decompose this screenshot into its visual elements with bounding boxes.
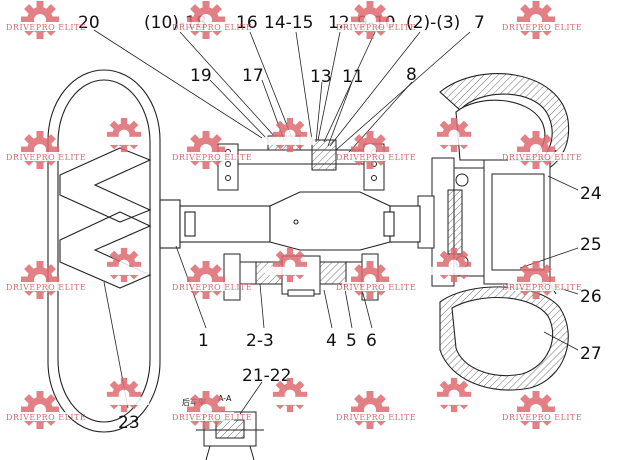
callout-17: 17	[242, 66, 264, 86]
watermark-gear-icon: DRIVEPRO ELITE	[172, 1, 252, 39]
watermark-text: DRIVEPRO ELITE	[502, 153, 582, 162]
watermark-text: DRIVEPRO ELITE	[172, 23, 252, 32]
callout-8: 8	[406, 65, 417, 85]
watermark-text: DRIVEPRO ELITE	[6, 283, 86, 292]
callout-21-22: 21-22	[242, 366, 291, 386]
watermark-gear-icon: DRIVEPRO ELITE	[6, 391, 86, 429]
section-label: A-A	[218, 394, 232, 403]
right-tire-section	[439, 73, 570, 391]
callout-labels: 20 (10)-18 16 14-15 12 9-10 (2)-(3) 7 19…	[78, 13, 602, 433]
callout-2-3-paren: (2)-(3)	[406, 13, 460, 33]
callout-20: 20	[78, 13, 100, 33]
watermark-text: DRIVEPRO ELITE	[336, 283, 416, 292]
watermark-gear-icon: DRIVEPRO ELITE	[6, 131, 86, 169]
watermark-text: DRIVEPRO ELITE	[336, 23, 416, 32]
callout-7: 7	[474, 13, 485, 33]
watermark-gear-icon: DRIVEPRO ELITE	[6, 261, 86, 299]
callout-6: 6	[366, 331, 377, 351]
watermark-gear-icon: DRIVEPRO ELITE	[502, 1, 582, 39]
callout-13: 13	[310, 67, 332, 87]
callout-24: 24	[580, 184, 602, 204]
watermark-text: DRIVEPRO ELITE	[172, 283, 252, 292]
watermark-layer: DRIVEPRO ELITE DRIVEPRO ELITE DRIVEPRO ELI…	[6, 1, 582, 429]
watermark-gear-icon: DRIVEPRO ELITE	[6, 1, 86, 39]
watermark-text: DRIVEPRO ELITE	[336, 153, 416, 162]
watermark-text: DRIVEPRO ELITE	[6, 23, 86, 32]
watermark-gear-icon: DRIVEPRO ELITE	[502, 131, 582, 169]
watermark-text: DRIVEPRO ELITE	[502, 23, 582, 32]
watermark-gear-icon: DRIVEPRO ELITE	[172, 131, 252, 169]
callout-19: 19	[190, 66, 212, 86]
watermark-gear-icon: DRIVEPRO ELITE	[502, 391, 582, 429]
callout-4: 4	[326, 331, 337, 351]
watermark-text: DRIVEPRO ELITE	[6, 153, 86, 162]
callout-1: 1	[198, 331, 209, 351]
watermark-gear-icon	[98, 117, 150, 153]
watermark-gear-icon: DRIVEPRO ELITE	[336, 261, 416, 299]
watermark-text: DRIVEPRO ELITE	[502, 283, 582, 292]
callout-26: 26	[580, 287, 602, 307]
left-tire	[47, 69, 161, 433]
watermark-gear-icon: DRIVEPRO ELITE	[502, 261, 582, 299]
axle-beam	[159, 191, 421, 251]
watermark-text: DRIVEPRO ELITE	[172, 413, 252, 422]
callout-5: 5	[346, 331, 357, 351]
callout-23: 23	[118, 413, 140, 433]
callout-11: 11	[342, 67, 364, 87]
callout-16: 16	[236, 13, 258, 33]
watermark-text: DRIVEPRO ELITE	[502, 413, 582, 422]
watermark-gear-icon: DRIVEPRO ELITE	[172, 391, 252, 429]
watermark-text: DRIVEPRO ELITE	[172, 153, 252, 162]
watermark-gear-icon: DRIVEPRO ELITE	[336, 1, 416, 39]
watermark-gear-icon	[428, 377, 480, 413]
watermark-gear-icon	[98, 247, 150, 283]
watermark-gear-icon: DRIVEPRO ELITE	[172, 261, 252, 299]
callout-27: 27	[580, 344, 602, 364]
watermark-gear-icon: DRIVEPRO ELITE	[336, 131, 416, 169]
watermark-gear-icon: DRIVEPRO ELITE	[336, 391, 416, 429]
watermark-text: DRIVEPRO ELITE	[336, 413, 416, 422]
callout-25: 25	[580, 235, 602, 255]
callout-2-3: 2-3	[246, 331, 274, 351]
callout-14-15: 14-15	[264, 13, 313, 33]
watermark-text: DRIVEPRO ELITE	[6, 413, 86, 422]
